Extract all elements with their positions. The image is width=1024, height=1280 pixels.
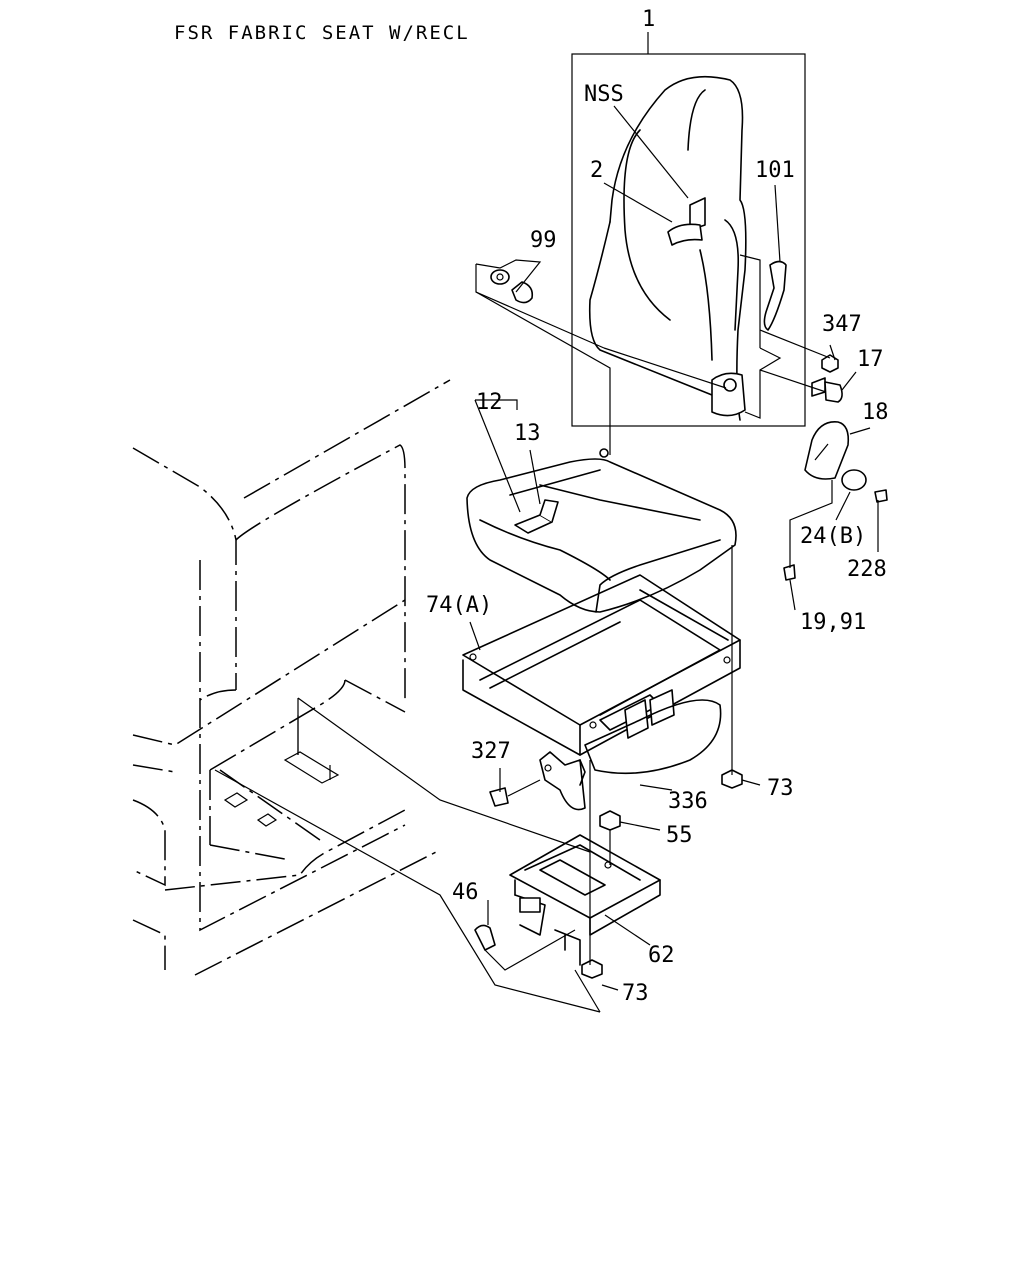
callout-13: 13 xyxy=(514,421,541,446)
callout-55: 55 xyxy=(666,823,693,848)
seat-cushion xyxy=(466,448,737,613)
callout-101: 101 xyxy=(755,158,795,183)
seat-back-assembly xyxy=(571,53,806,427)
seat-frame xyxy=(462,574,741,811)
callout-347: 347 xyxy=(822,312,862,337)
callout-228: 228 xyxy=(847,557,887,582)
cab-outline xyxy=(132,379,451,976)
fasteners xyxy=(474,269,888,979)
callouts: 1 NSS 2 101 99 347 17 18 12 13 24(B) 228… xyxy=(426,7,889,1006)
diagram-title: FSR FABRIC SEAT W/RECL xyxy=(174,22,470,44)
callout-327: 327 xyxy=(471,739,511,764)
callout-74a: 74(A) xyxy=(426,593,492,618)
callout-62: 62 xyxy=(648,943,675,968)
callout-nss: NSS xyxy=(584,82,624,107)
callout-12: 12 xyxy=(476,390,503,415)
callout-99: 99 xyxy=(530,228,557,253)
callout-336: 336 xyxy=(668,789,708,814)
seat-riser xyxy=(509,834,661,966)
callout-1: 1 xyxy=(642,7,655,32)
callout-73-lower: 73 xyxy=(622,981,649,1006)
callout-17: 17 xyxy=(857,347,884,372)
callout-24b: 24(B) xyxy=(800,524,866,549)
callout-18: 18 xyxy=(862,400,889,425)
leader-lines xyxy=(214,32,879,1013)
callout-46: 46 xyxy=(452,880,479,905)
callout-73-upper: 73 xyxy=(767,776,794,801)
callout-2: 2 xyxy=(590,158,603,183)
callout-19-91: 19,91 xyxy=(800,610,866,635)
